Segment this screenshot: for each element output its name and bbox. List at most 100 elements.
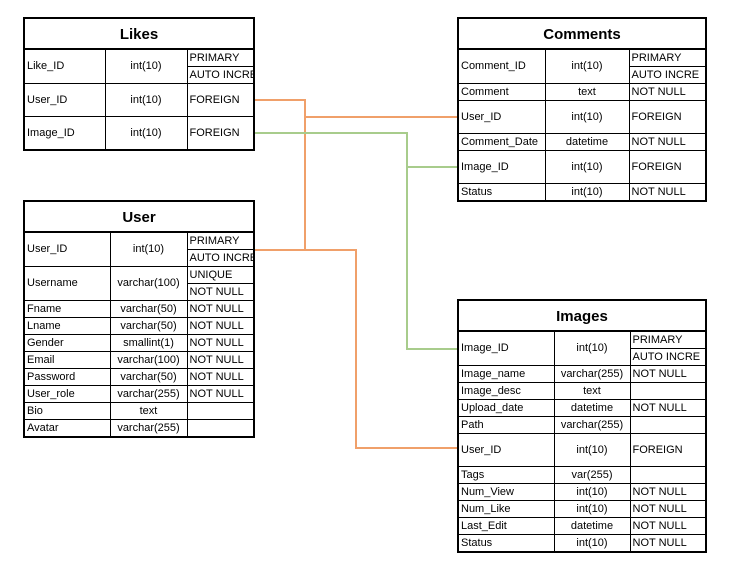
field-name: Avatar <box>25 419 111 436</box>
field-name: Lname <box>25 317 111 335</box>
field-type: var(255) <box>553 466 631 484</box>
field-type: datetime <box>553 399 631 417</box>
field-constraint: NOT NULL <box>628 83 705 101</box>
field-type: datetime <box>544 133 630 151</box>
entity-title: User <box>25 202 253 233</box>
field-name: Last_Edit <box>459 517 555 535</box>
field-constraint: NOT NULL <box>628 183 705 200</box>
field-name: Bio <box>25 402 111 420</box>
field-type: int(10) <box>544 183 630 200</box>
field-type: int(10) <box>553 433 631 467</box>
field-constraint: PRIMARY <box>186 50 253 67</box>
field-name: User_ID <box>25 233 111 267</box>
field-constraint: PRIMARY <box>628 50 705 67</box>
field-name: Email <box>25 351 111 369</box>
field-name: User_ID <box>459 433 555 467</box>
field-constraint: PRIMARY <box>629 332 705 349</box>
field-type: int(10) <box>109 233 188 267</box>
field-name: User_role <box>25 385 111 403</box>
field-type: smallint(1) <box>109 334 188 352</box>
field-row: AUTO INCRE <box>459 66 705 84</box>
field-name: Password <box>25 368 111 386</box>
field-type: int(10) <box>544 150 630 184</box>
field-name: Image_ID <box>459 150 546 184</box>
field-constraint: NOT NULL <box>187 283 253 301</box>
field-type: varchar(50) <box>109 300 188 318</box>
field-constraint: NOT NULL <box>186 317 253 335</box>
field-constraint: AUTO INCRE <box>187 66 253 84</box>
field-name: Status <box>459 534 555 551</box>
rel-likes-user-to-user <box>254 99 306 251</box>
field-name: Image_name <box>459 365 555 383</box>
field-type: varchar(50) <box>109 317 188 335</box>
field-constraint <box>629 466 705 484</box>
field-name: User_ID <box>459 100 546 134</box>
field-type: varchar(255) <box>553 365 631 383</box>
field-name: Num_Like <box>459 500 555 518</box>
field-type: int(10) <box>104 50 188 84</box>
field-name: Image_ID <box>459 332 555 366</box>
field-name: Upload_date <box>459 399 555 417</box>
field-type: int(10) <box>553 483 631 501</box>
field-name: Comment_ID <box>459 50 546 84</box>
field-constraint: NOT NULL <box>629 517 705 535</box>
field-constraint: NOT NULL <box>186 300 253 318</box>
field-constraint: NOT NULL <box>629 365 705 383</box>
field-type: varchar(100) <box>109 351 188 369</box>
field-type: int(10) <box>104 83 188 117</box>
field-constraint: AUTO INCRE <box>187 249 253 267</box>
field-constraint: UNIQUE <box>186 266 253 284</box>
field-name: Comment <box>459 83 546 101</box>
field-name: Gender <box>25 334 111 352</box>
field-type: int(10) <box>553 500 631 518</box>
field-name: Image_ID <box>25 116 106 149</box>
field-type: varchar(50) <box>109 368 188 386</box>
field-name: User_ID <box>25 83 106 117</box>
field-name: Like_ID <box>25 50 106 84</box>
field-constraint: FOREIGN <box>186 116 253 149</box>
field-constraint: NOT NULL <box>186 334 253 352</box>
field-name: Username <box>25 266 111 301</box>
field-name: Tags <box>459 466 555 484</box>
rel-images-user-to-user <box>305 249 458 449</box>
field-constraint: NOT NULL <box>629 500 705 518</box>
entity-title: Images <box>459 301 705 332</box>
field-name: Comment_Date <box>459 133 546 151</box>
field-type: datetime <box>553 517 631 535</box>
field-constraint <box>629 416 705 434</box>
field-constraint: AUTO INCRE <box>630 348 705 366</box>
field-constraint: FOREIGN <box>628 100 705 134</box>
field-type: text <box>544 83 630 101</box>
field-type: int(10) <box>553 534 631 551</box>
entity-title: Comments <box>459 19 705 50</box>
